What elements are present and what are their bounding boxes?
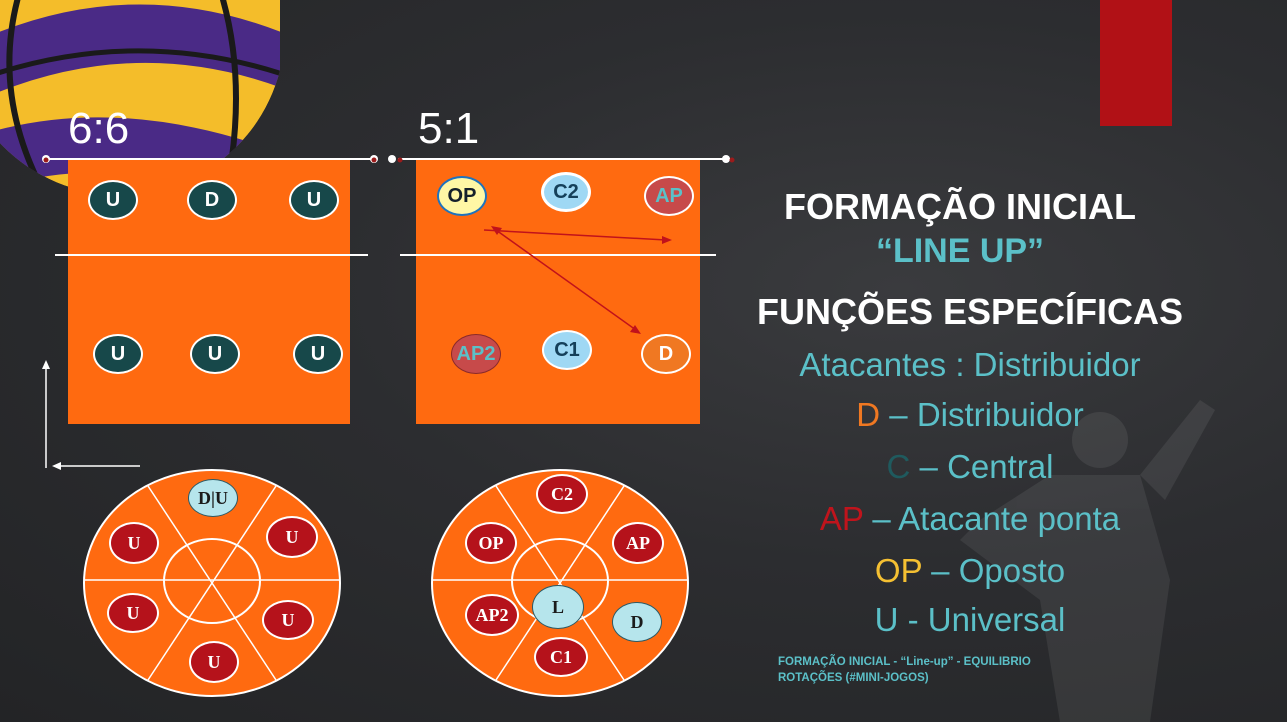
desc-op: – Oposto xyxy=(922,552,1066,589)
code-ap: AP xyxy=(819,500,864,537)
player-left-back-3: U xyxy=(293,334,343,374)
rot-left-right-bottom: U xyxy=(262,600,314,640)
info-title-3: FUNÇÕES ESPECÍFICAS xyxy=(756,291,1184,332)
info-title-1: FORMAÇÃO INICIAL xyxy=(784,186,1136,227)
footer-line-1: FORMAÇÃO INICIAL - “Line-up” - EQUILIBRI… xyxy=(778,656,1031,668)
accent-block xyxy=(1100,0,1172,126)
rot-left-right-top: U xyxy=(266,516,318,558)
code-d: D xyxy=(856,396,881,433)
code-op: OP xyxy=(874,552,922,589)
info-line-ap: AP – Atacante ponta xyxy=(700,500,1240,538)
rot-left-top: D|U xyxy=(188,479,238,517)
info-line-atacantes: Atacantes : Distribuidor xyxy=(799,346,1141,383)
info-line-c: C – Central xyxy=(700,448,1240,486)
desc-d: – Distribuidor xyxy=(880,396,1084,433)
attack-line-right xyxy=(400,254,716,256)
player-ap2: AP2 xyxy=(451,334,501,374)
rotation-direction-arrows xyxy=(42,360,140,470)
player-left-front-3: U xyxy=(289,180,339,220)
system-6-6-label: 6:6 xyxy=(68,104,130,153)
info-line-d: D – Distribuidor xyxy=(700,396,1240,434)
info-title-2: “LINE UP” xyxy=(875,232,1045,270)
footer-note: FORMAÇÃO INICIAL - “Line-up” - EQUILIBRI… xyxy=(778,654,1031,686)
code-c: C xyxy=(886,448,911,485)
rot-right-right-top: AP xyxy=(612,522,664,564)
desc-c: – Central xyxy=(910,448,1054,485)
rot-right-bottom: C1 xyxy=(534,637,588,677)
player-c1: C1 xyxy=(542,330,592,370)
player-c2: C2 xyxy=(541,172,591,212)
player-left-back-2: U xyxy=(190,334,240,374)
system-5-1-label: 5:1 xyxy=(418,104,480,153)
player-left-back-1: U xyxy=(93,334,143,374)
rot-left-left-bottom: U xyxy=(107,593,159,633)
attack-line-left xyxy=(55,254,368,256)
rot-right-top: C2 xyxy=(536,474,588,514)
rot-left-bottom: U xyxy=(189,641,239,683)
nets xyxy=(42,155,735,163)
player-ap: AP xyxy=(644,176,694,216)
player-op: OP xyxy=(437,176,487,216)
player-left-front-1: U xyxy=(88,180,138,220)
player-left-front-2: D xyxy=(187,180,237,220)
rot-right-right-bottom: D xyxy=(612,602,662,642)
player-d: D xyxy=(641,334,691,374)
desc-ap: – Atacante ponta xyxy=(863,500,1121,537)
rot-right-left-top: OP xyxy=(465,522,517,564)
info-line-op: OP – Oposto xyxy=(700,552,1240,590)
rot-right-left-bottom: AP2 xyxy=(465,594,519,636)
rot-right-center: L xyxy=(532,585,584,629)
movement-arrows xyxy=(483,226,672,334)
footer-line-2: ROTAÇÕES (#MINI-JOGOS) xyxy=(778,672,929,684)
player-silhouette xyxy=(960,400,1215,722)
info-line-u: U - Universal xyxy=(874,601,1066,638)
rot-left-left-top: U xyxy=(109,522,159,564)
